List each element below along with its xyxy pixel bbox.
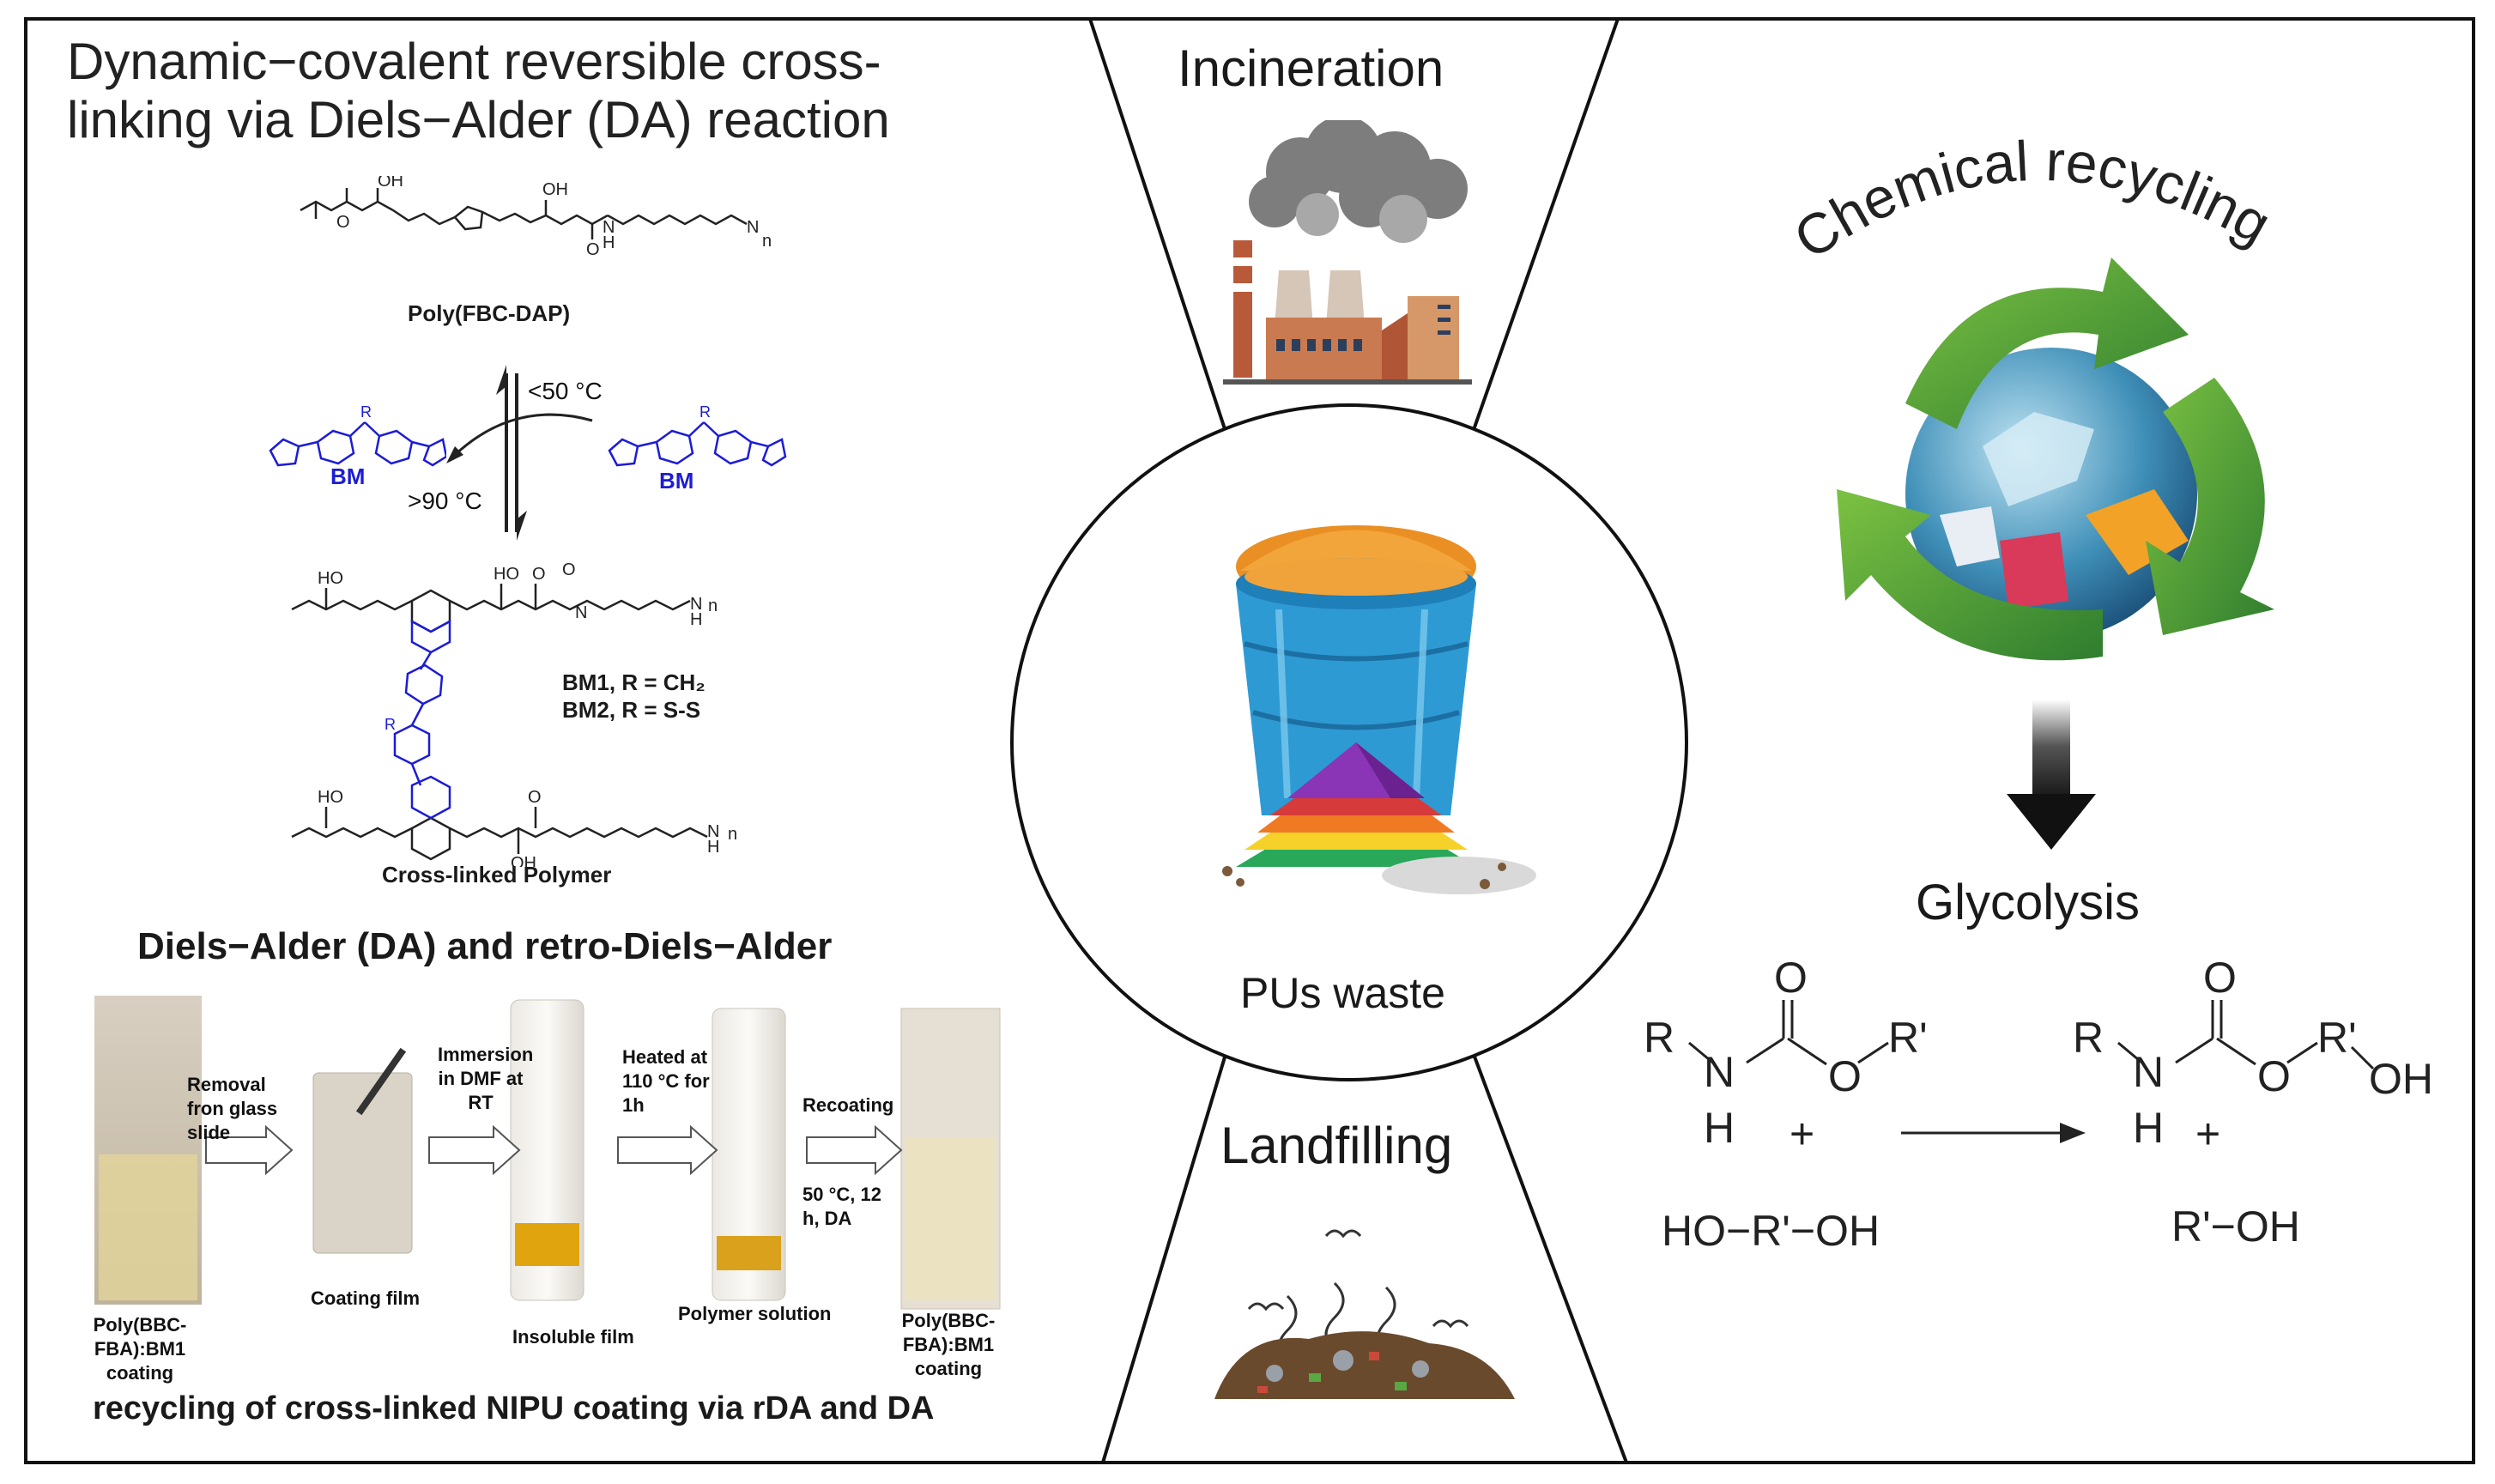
svg-text:OH: OH [511, 854, 536, 867]
reactant-carbamate-bonds [1688, 1000, 1889, 1066]
reactant-O-carbonyl: O [1774, 954, 1808, 1002]
left-title: Dynamic−covalent reversible cross-linkin… [67, 33, 890, 148]
outer-border [24, 17, 2475, 1464]
step-recoating: Recoating [802, 1094, 894, 1116]
reactant-Rprime: R' [1888, 1014, 1928, 1062]
pu-waste-label: PUs waste [1240, 969, 1445, 1017]
product-carbamate-bonds [2117, 1000, 2375, 1070]
bm-label-left: BM [330, 463, 366, 489]
step-immersion: Immersion in DMF at RT [438, 1044, 534, 1113]
bm1-label: BM1, R = CH₂ [562, 669, 706, 695]
divider-top-right [1468, 18, 1620, 443]
product-R: R [2073, 1014, 2104, 1062]
svg-text:O: O [336, 213, 350, 232]
caption-coating-1: Poly(BBC-FBA):BM1 coating [93, 1314, 187, 1384]
bm2-label: BM2, R = S-S [562, 697, 701, 723]
svg-text:n: n [762, 232, 772, 251]
bm-structure-left: R [269, 403, 446, 467]
caption-insoluble-film: Insoluble film [512, 1326, 634, 1348]
svg-text:H: H [690, 610, 702, 629]
left-footer: recycling of cross-linked NIPU coating v… [93, 1390, 935, 1426]
svg-text:R: R [385, 716, 396, 733]
svg-text:HO: HO [494, 565, 519, 584]
poly-fbc-dap-label: Poly(FBC-DAP) [408, 300, 571, 326]
svg-text:H: H [603, 233, 615, 252]
svg-text:R: R [360, 403, 372, 421]
svg-text:HO: HO [318, 788, 343, 807]
product-H: H [2133, 1104, 2165, 1152]
reaction-arrow [1901, 1123, 2086, 1143]
curved-arrow [446, 413, 593, 463]
svg-text:N: N [747, 218, 759, 237]
reactant-N: N [1704, 1048, 1735, 1096]
chemical-recycling-title: Chemical recycling [1783, 129, 2281, 271]
alcohol-label: R'−OH [2171, 1202, 2300, 1251]
svg-text:HO: HO [318, 569, 343, 588]
diol-label: HO−R'−OH [1662, 1207, 1880, 1255]
recycling-photo-strip [94, 996, 1001, 1310]
poly-fbc-dap-structure: OH O OH O N H N n [300, 176, 772, 259]
incineration-label: Incineration [1178, 39, 1444, 97]
factory-icon [1223, 120, 1472, 385]
step-removal: Removal fron glass slide [187, 1074, 278, 1143]
product-O: O [2257, 1052, 2291, 1100]
svg-text:H: H [707, 838, 719, 857]
da-heading: Diels−Alder (DA) and retro-Diels−Alder [137, 925, 833, 967]
svg-text:R: R [699, 403, 711, 421]
svg-text:N: N [707, 822, 719, 841]
crosslinked-structure: HO HO O O N N H n HO OH O N H n R [291, 560, 737, 867]
bm-label-right: BM [659, 468, 694, 494]
svg-text:N: N [603, 218, 615, 237]
landfill-icon [1214, 1229, 1515, 1399]
divider-top-left [1088, 18, 1231, 443]
caption-coating-film: Coating film [311, 1287, 421, 1309]
plus-sign-2: + [2195, 1110, 2221, 1158]
svg-text:O: O [586, 240, 600, 259]
product-N: N [2133, 1048, 2165, 1096]
step-heated: Heated at 110 °C for 1h [622, 1046, 710, 1116]
svg-text:O: O [532, 565, 546, 584]
product-OH: OH [2369, 1055, 2433, 1103]
condition-low: <50 °C [528, 378, 603, 404]
svg-text:N: N [690, 595, 702, 614]
svg-text:n: n [708, 597, 718, 615]
product-O-carbonyl: O [2203, 954, 2237, 1002]
condition-high: >90 °C [408, 488, 482, 514]
equilibrium-arrows [496, 365, 527, 541]
reactant-O: O [1828, 1052, 1862, 1100]
svg-text:N: N [575, 603, 587, 622]
product-Rprime: R' [2317, 1014, 2357, 1062]
coating-film-photo [312, 1072, 413, 1254]
recycling-globe-icon [1837, 257, 2274, 661]
reactant-R: R [1644, 1014, 1675, 1062]
glycolysis-label: Glycolysis [1916, 875, 2141, 930]
reactant-H: H [1704, 1104, 1735, 1152]
divider-bottom-left [1101, 1042, 1231, 1463]
plus-sign-1: + [1789, 1110, 1815, 1158]
step-recoat-conditions: 50 °C, 12 h, DA [802, 1184, 881, 1229]
pu-waste-icon [1222, 525, 1536, 894]
svg-text:O: O [528, 788, 542, 807]
bm-structure-right: R [608, 403, 787, 467]
svg-text:O: O [562, 560, 576, 579]
svg-text:n: n [728, 825, 737, 844]
caption-coating-2: Poly(BBC-FBA):BM1 coating [901, 1310, 996, 1379]
crosslinked-label: Cross-linked Polymer [382, 862, 612, 887]
landfilling-label: Landfilling [1220, 1117, 1453, 1174]
down-arrow-icon [2007, 700, 2096, 850]
divider-bottom-right [1468, 1042, 1628, 1463]
svg-text:OH: OH [378, 176, 403, 191]
caption-polymer-solution: Polymer solution [678, 1303, 832, 1324]
svg-text:OH: OH [542, 180, 568, 199]
